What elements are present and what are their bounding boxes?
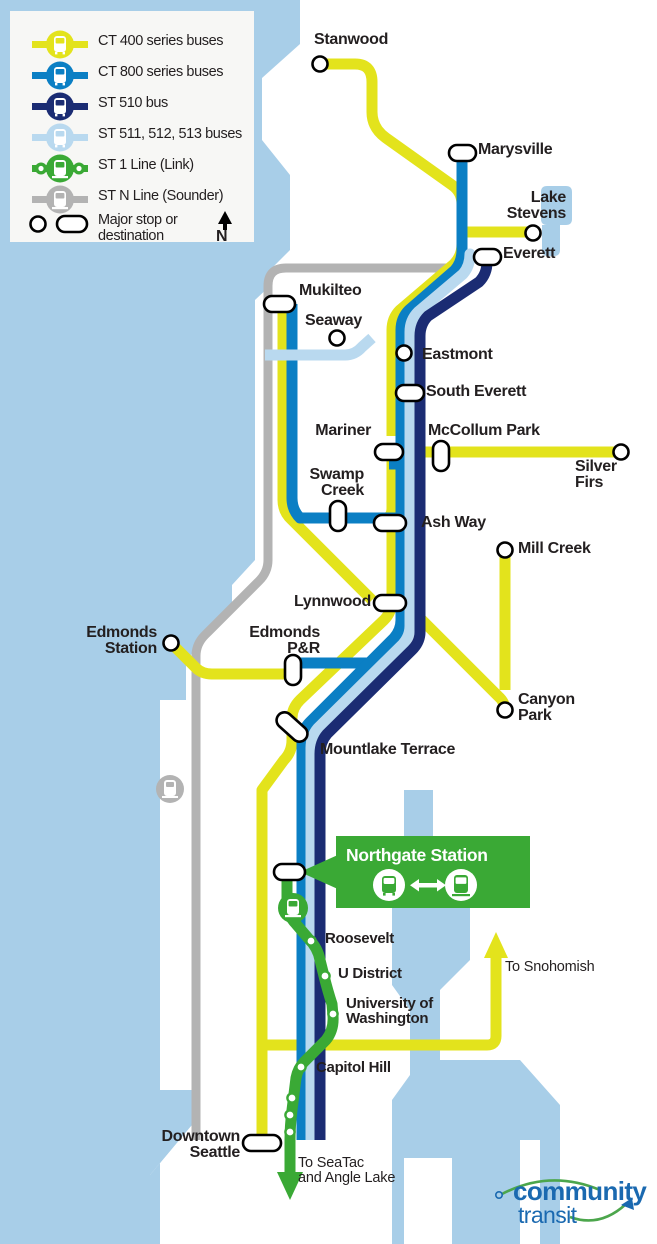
station-label-lynnwood: Lynnwood [294, 593, 371, 610]
station-marker-stanwood [311, 55, 329, 73]
line-ct800-north [395, 153, 468, 600]
station-label-seaway: Seaway [305, 312, 362, 329]
station-label-lake-stevens: Lake Stevens [506, 189, 567, 223]
legend-label-st511: ST 511, 512, 513 buses [98, 126, 242, 142]
legend-icon-link [32, 154, 88, 183]
station-label-mukilteo: Mukilteo [299, 282, 362, 299]
legend-icon-ct400 [32, 30, 88, 59]
station-marker-downtown-seattle [241, 1133, 283, 1153]
station-marker-northgate [272, 862, 307, 882]
to-snohomish-arrowhead [484, 932, 508, 958]
station-label-canyon-park: Canyon Park [518, 691, 575, 725]
legend-icon-ct800 [32, 61, 88, 90]
annotation-to-seatac: To SeaTac and Angle Lake [298, 1155, 396, 1186]
station-label-everett: Everett [503, 245, 556, 262]
station-label-edmonds-pr: Edmonds P&R [249, 624, 320, 658]
line-sounder-south [191, 304, 273, 1140]
station-marker-lake-stevens [524, 224, 542, 242]
logo-word-transit: transit [518, 1202, 577, 1228]
station-marker-everett [472, 247, 503, 267]
line-st511-south [305, 600, 416, 1140]
bus-icon [382, 876, 396, 896]
callout-pointer [300, 854, 340, 890]
legend-icon-st510 [32, 92, 88, 121]
station-label-downtown-seattle: Downtown Seattle [161, 1128, 241, 1162]
station-label-u-district: U District [338, 965, 402, 982]
station-marker-mukilteo [262, 294, 297, 314]
station-label-swamp-creek: Swamp Creek [309, 466, 364, 500]
station-marker-lynnwood [372, 593, 408, 613]
north-arrow-icon [218, 211, 232, 230]
line-st510-south [314, 600, 426, 1140]
station-marker-eastmont [395, 344, 413, 362]
station-label-uw: University of Washington [346, 995, 433, 1028]
line-st511-seaway [265, 333, 376, 361]
station-label-mill-creek: Mill Creek [518, 540, 591, 557]
line-sounder [263, 263, 470, 304]
northgate-link-station-marker [278, 893, 308, 923]
station-marker-marysville [447, 143, 478, 163]
double-arrow-icon [410, 879, 446, 892]
station-label-marysville: Marysville [478, 141, 553, 158]
station-label-edmonds-station: Edmonds Station [86, 624, 157, 658]
station-label-stanwood: Stanwood [314, 31, 389, 48]
link-dot-a [286, 1092, 298, 1104]
line-st510-north [414, 256, 493, 600]
station-label-capitol-hill: Capitol Hill [316, 1059, 391, 1076]
logo-word-community: community [513, 1176, 647, 1206]
legend-icon-st511 [32, 123, 88, 152]
community-transit-logo: community transit [488, 1172, 648, 1234]
annotation-to-snohomish: To Snohomish [505, 959, 595, 975]
link-dot-roosevelt [305, 935, 317, 947]
station-label-south-everett: South Everett [426, 383, 527, 400]
legend-label-major-stop: Major stop or destination [98, 212, 178, 244]
line-st511-north [404, 248, 476, 600]
legend-label-ct800: CT 800 series buses [98, 64, 224, 80]
station-marker-edmonds-station [162, 634, 180, 652]
legend-icon-sounder [32, 185, 88, 214]
legend-label-st510: ST 510 bus [98, 95, 168, 111]
legend-label-sounder: ST N Line (Sounder) [98, 188, 224, 204]
link-dot-uw [327, 1008, 339, 1020]
station-marker-silver-firs [612, 443, 630, 461]
station-marker-ash-way [372, 513, 408, 533]
light-rail-icon [452, 875, 470, 897]
station-marker-mccollum-park [431, 439, 451, 473]
station-marker-edmonds-pr [283, 653, 303, 687]
station-label-mccollum-park: McCollum Park [428, 422, 540, 439]
link-dot-c [284, 1126, 296, 1138]
station-label-mountlake-terrace: Mountlake Terrace [320, 741, 456, 758]
legend-panel: CT 400 series buses CT 800 series buses … [10, 11, 254, 245]
line-ct400-snohomish [262, 952, 502, 1051]
station-marker-canyon-park [496, 701, 514, 719]
station-label-eastmont: Eastmont [422, 346, 493, 363]
north-label: N [216, 228, 228, 245]
station-marker-seaway [328, 329, 346, 347]
line-ct400-mukilteo [277, 304, 376, 604]
station-marker-mountlake-terrace [275, 711, 309, 743]
link-dot-capitol-hill [295, 1061, 307, 1073]
callout-box [336, 836, 530, 908]
legend-label-link: ST 1 Line (Link) [98, 157, 194, 173]
station-marker-south-everett [394, 383, 426, 403]
station-label-roosevelt: Roosevelt [325, 930, 394, 947]
sounder-station-marker [156, 775, 184, 803]
station-marker-mariner [373, 442, 405, 462]
line-ct800-mukilteo [286, 304, 338, 524]
station-marker-mill-creek [496, 541, 514, 559]
station-label-mariner: Mariner [315, 422, 371, 439]
to-seatac-arrowhead [277, 1172, 303, 1200]
link-dot-b [284, 1109, 296, 1121]
link-dot-u-district [319, 970, 331, 982]
station-marker-swamp-creek [328, 499, 348, 533]
legend-label-ct400: CT 400 series buses [98, 33, 224, 49]
station-label-ash-way: Ash Way [421, 514, 486, 531]
station-label-silver-firs: Silver Firs [575, 458, 617, 492]
legend-icon-stop-marker [29, 214, 89, 234]
callout-title: Northgate Station [346, 845, 488, 865]
